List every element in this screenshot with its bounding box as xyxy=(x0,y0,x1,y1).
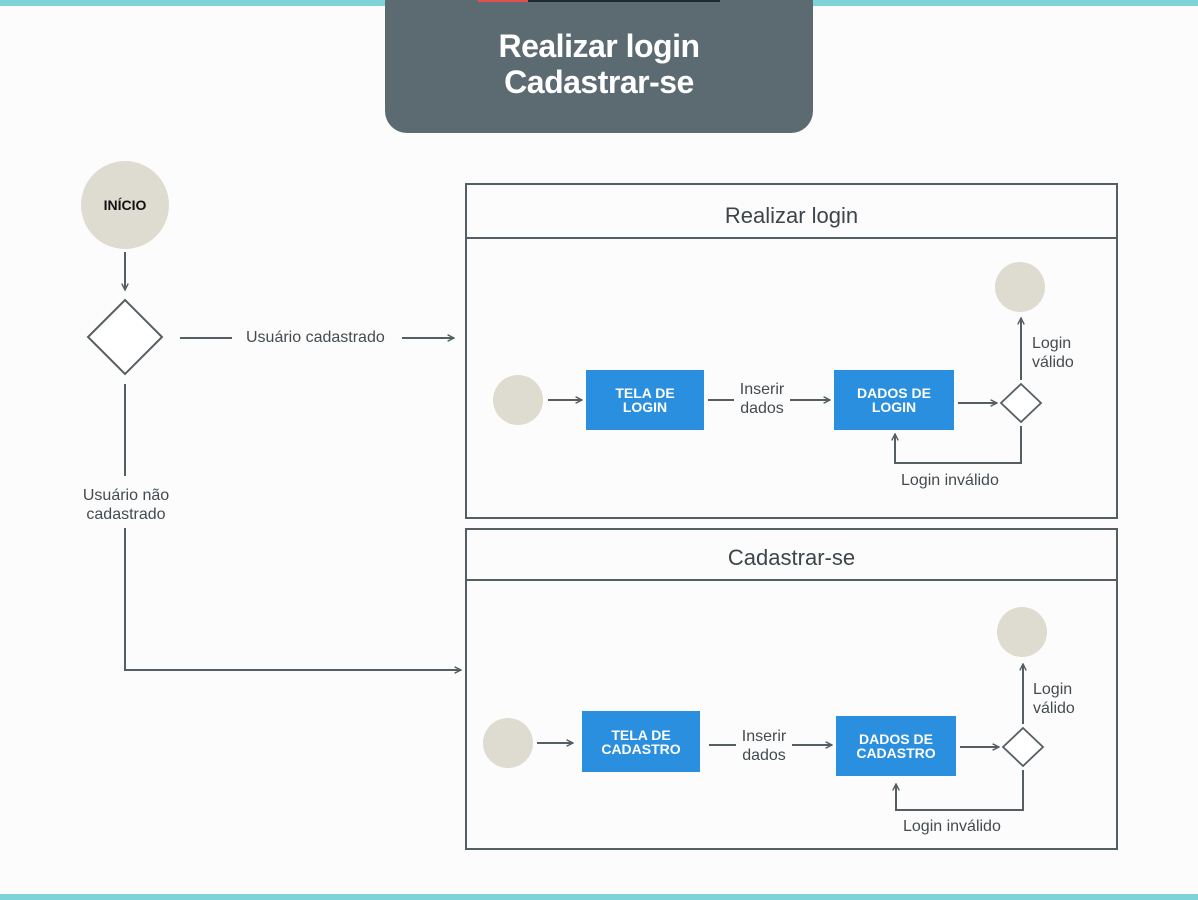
register-invalid-label: Login inválido xyxy=(903,817,1001,836)
login-decision-diamond xyxy=(999,382,1043,424)
header-dark-stripe xyxy=(528,0,720,2)
register-start-node xyxy=(483,718,533,768)
page-title-line-2: Cadastrar-se xyxy=(504,64,694,100)
register-input-label: Inserir dados xyxy=(736,727,792,765)
start-node xyxy=(81,161,169,249)
login-valid-label: Login válido xyxy=(1032,334,1074,372)
login-data-line-1: DADOS DE xyxy=(857,385,931,401)
login-input-label-line-2: dados xyxy=(740,400,784,417)
register-data-line-2: CADASTRO xyxy=(856,745,936,761)
page-title-line-1: Realizar login xyxy=(498,28,700,64)
login-data-line-2: LOGIN xyxy=(871,399,917,415)
login-screen-line-1: TELA DE xyxy=(615,385,675,401)
register-screen-box: TELA DE CADASTRO xyxy=(582,711,700,772)
register-lane-title: Cadastrar-se xyxy=(727,545,856,570)
bottom-accent-bar xyxy=(0,894,1198,900)
register-valid-label-line-2: válido xyxy=(1033,700,1075,717)
register-valid-label: Login válido xyxy=(1033,680,1075,718)
login-invalid-arrow xyxy=(895,426,1022,464)
header-panel: Realizar login Cadastrar-se xyxy=(385,0,813,133)
login-data-box: DADOS DE LOGIN xyxy=(834,370,954,430)
register-decision-diamond xyxy=(1001,726,1045,768)
not-registered-label: Usuário não cadastrado xyxy=(66,486,186,524)
login-input-label: Inserir dados xyxy=(734,380,790,418)
login-screen-line-2: LOGIN xyxy=(622,399,668,415)
register-screen-line-1: TELA DE xyxy=(611,726,671,743)
login-lane-frame xyxy=(465,183,1118,519)
register-lane-frame xyxy=(465,528,1118,850)
registered-label: Usuário cadastrado xyxy=(246,328,385,347)
login-valid-label-line-2: válido xyxy=(1032,354,1074,371)
register-end-node xyxy=(997,607,1047,657)
register-invalid-arrow xyxy=(896,770,1024,811)
login-lane-title: Realizar login xyxy=(724,203,859,228)
register-input-label-line-2: dados xyxy=(742,747,786,764)
login-end-node xyxy=(995,262,1045,312)
register-screen-line-2: CADASTRO xyxy=(601,740,681,757)
page-title: Realizar login Cadastrar-se xyxy=(385,28,813,100)
login-invalid-label: Login inválido xyxy=(901,471,999,490)
register-data-line-1: DADOS DE xyxy=(859,731,933,747)
register-data-box: DADOS DE CADASTRO xyxy=(836,716,956,776)
login-start-node xyxy=(493,375,543,425)
register-input-label-line-1: Inserir xyxy=(741,728,787,745)
login-screen-box: TELA DE LOGIN xyxy=(586,370,704,430)
start-label: INÍCIO xyxy=(103,197,147,213)
not-registered-label-line-1: Usuário não xyxy=(82,487,170,504)
main-decision-diamond xyxy=(86,298,164,376)
register-valid-label-line-1: Login xyxy=(1033,681,1073,698)
not-registered-label-line-2: cadastrado xyxy=(86,506,166,523)
login-input-label-line-1: Inserir xyxy=(739,381,785,398)
login-valid-label-line-1: Login xyxy=(1032,335,1072,352)
header-red-stripe xyxy=(478,0,528,2)
not-registered-arrow xyxy=(124,528,461,670)
